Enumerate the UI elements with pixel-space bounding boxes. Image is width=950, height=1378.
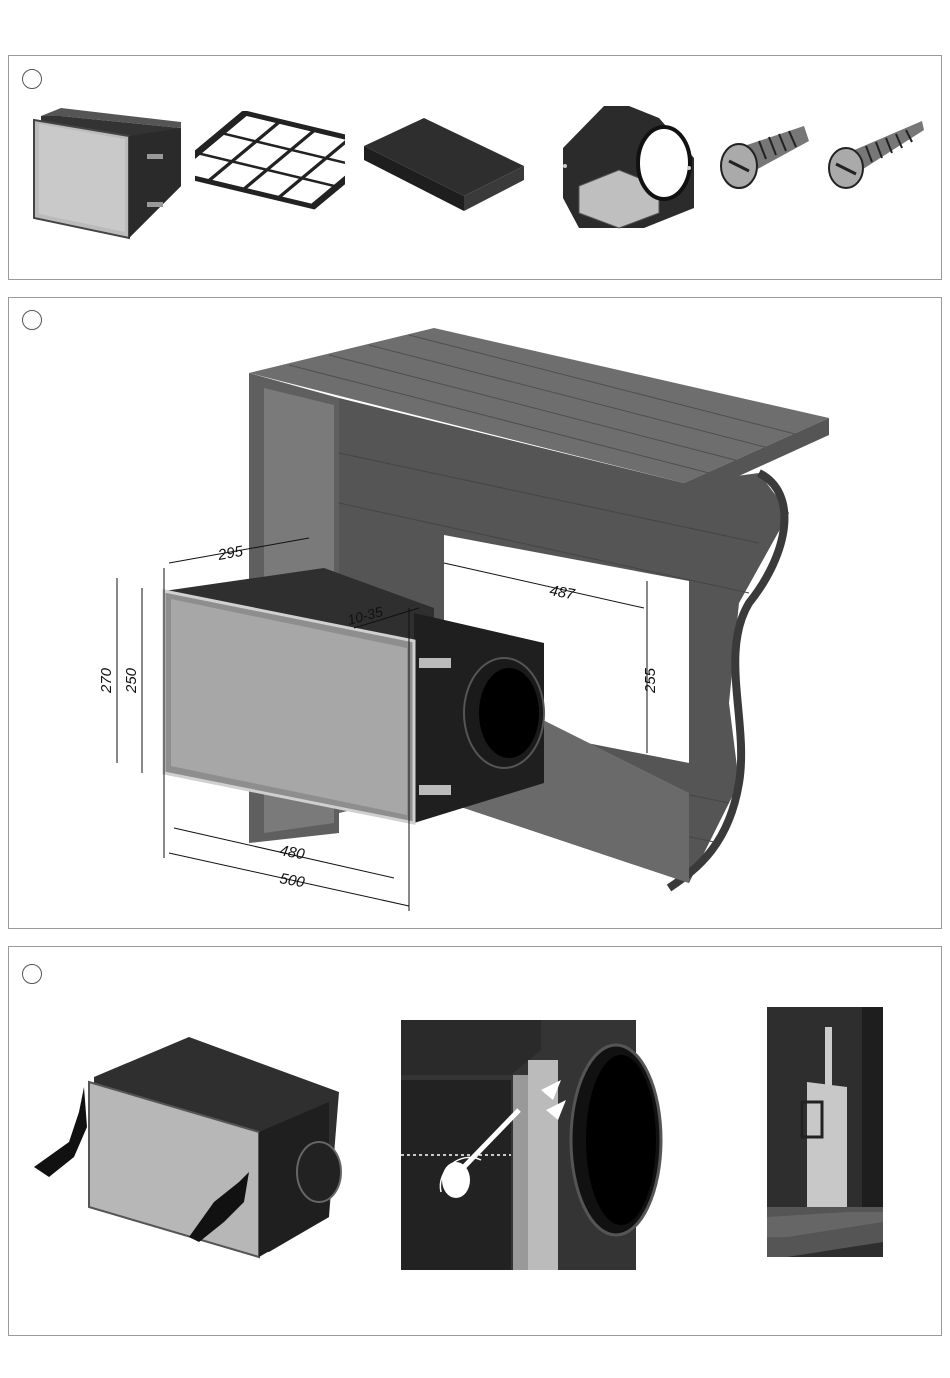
- dim-depth-left: 295: [216, 543, 245, 564]
- cassette-box-icon: [31, 98, 201, 248]
- installation-diagram: 295 10-35 487 255 270 250 480 500: [99, 323, 834, 923]
- screw-icon: [824, 116, 929, 201]
- dim-outer-height: 270: [99, 667, 115, 694]
- dim-outer-width: 500: [278, 870, 306, 891]
- dim-inner-height: 250: [123, 667, 140, 694]
- parts-panel: [8, 55, 942, 280]
- dim-inner-width: 480: [278, 842, 306, 863]
- insert-cassette-hands: [29, 1027, 359, 1272]
- assembly-panel: [8, 946, 942, 1336]
- screw-icon: [714, 121, 814, 196]
- screw-fixing-detail: [401, 1020, 666, 1272]
- dim-cutout-height: 255: [642, 667, 659, 694]
- step-circle-icon: [22, 310, 42, 330]
- dimensions-panel: 295 10-35 487 255 270 250 480 500: [8, 297, 942, 929]
- carbon-filter-icon: [354, 116, 529, 216]
- bracket-detail: [767, 1007, 885, 1259]
- step-circle-icon: [22, 964, 42, 984]
- step-circle-icon: [22, 69, 42, 89]
- grid-filter-icon: [195, 111, 345, 211]
- duct-connector-icon: [549, 98, 699, 233]
